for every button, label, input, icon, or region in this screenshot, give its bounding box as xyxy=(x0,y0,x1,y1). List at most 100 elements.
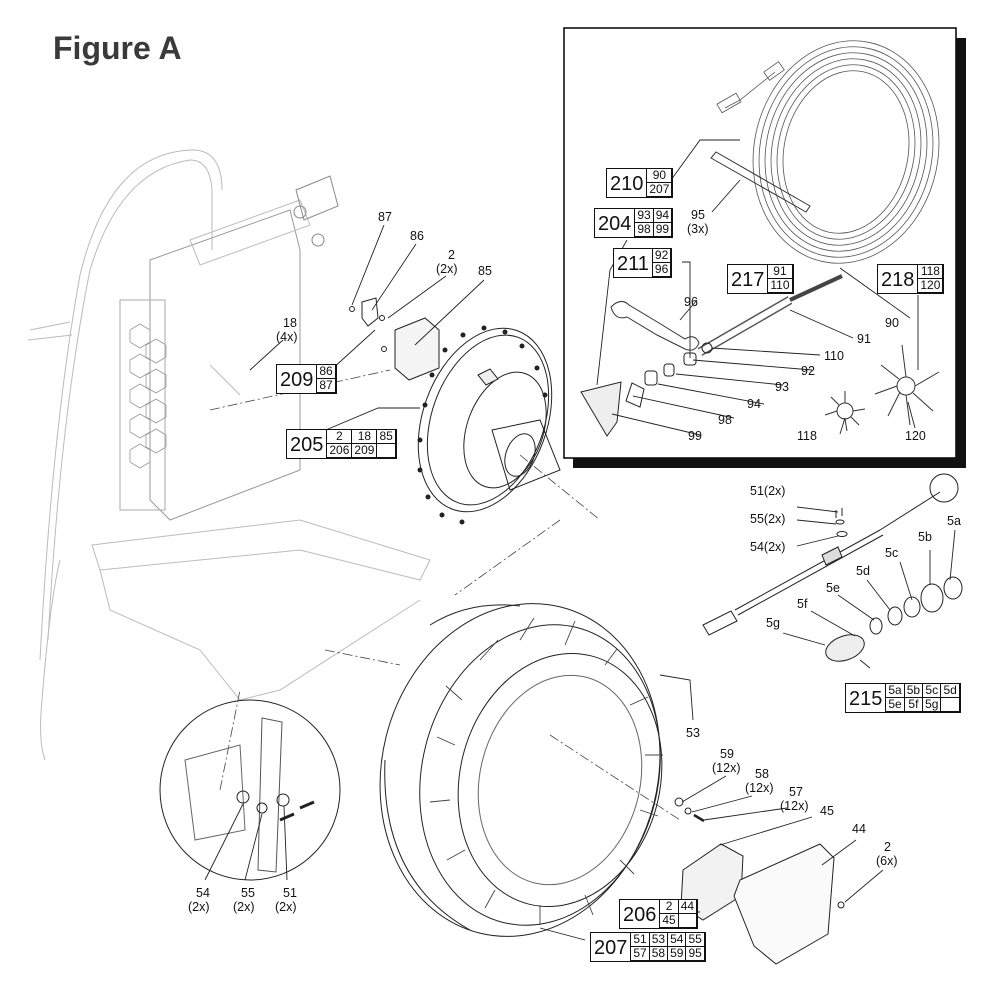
control-box xyxy=(293,175,339,247)
kit-part-cell xyxy=(678,914,698,928)
kit-part-cell: 93 xyxy=(635,209,654,223)
callout-86: 86 xyxy=(410,229,424,243)
kit-part-cell: 96 xyxy=(652,263,672,277)
kit-part-cell: 5g xyxy=(923,698,942,712)
washer-59 xyxy=(674,797,684,807)
callout-90: 90 xyxy=(885,316,899,330)
spring-assembly xyxy=(580,274,843,437)
kit-number: 205 xyxy=(290,433,324,456)
kit-part-cell: 120 xyxy=(918,279,944,293)
kit-part-cell xyxy=(941,698,960,712)
kit-part-cell: 94 xyxy=(653,209,673,223)
callout-58: 58 xyxy=(755,767,769,781)
kit-part-cell: 118 xyxy=(918,265,944,279)
callout-45: 45 xyxy=(820,804,834,818)
inset-panel xyxy=(563,27,966,468)
kit-part-cell: 5c xyxy=(923,684,942,698)
callout-18-qty: (4x) xyxy=(276,330,298,344)
screw-2c xyxy=(837,901,845,909)
sonde-screws xyxy=(835,508,848,537)
callout-55-detail-qty: (2x) xyxy=(233,900,255,914)
callout-54-detail-qty: (2x) xyxy=(188,900,210,914)
callout-87: 87 xyxy=(378,210,392,224)
kit-part-cell: 57 xyxy=(631,947,650,961)
kit-part-cell: 90 xyxy=(647,169,673,183)
kit-number: 206 xyxy=(623,903,657,926)
cover-85 xyxy=(394,317,440,381)
drum-ribs xyxy=(429,617,663,925)
kit-part-cell: 99 xyxy=(653,223,673,237)
kit-part-cell: 98 xyxy=(635,223,654,237)
callout-51-detail-qty: (2x) xyxy=(275,900,297,914)
kit-part-cell: 53 xyxy=(649,933,669,947)
callout-5d: 5d xyxy=(856,564,870,578)
shroud-44 xyxy=(733,843,835,965)
callout-55-sonde: 55(2x) xyxy=(750,512,786,526)
callout-57: 57 xyxy=(789,785,803,799)
leader-lines xyxy=(204,139,956,941)
kit-number: 218 xyxy=(881,268,915,291)
callout-92: 92 xyxy=(801,364,815,378)
kit-number: 207 xyxy=(594,936,628,959)
kit-part-cell xyxy=(377,444,396,458)
flange-bolt-holes xyxy=(417,325,548,525)
kit-part-cell: 5f xyxy=(904,698,924,712)
callout-59-qty: (12x) xyxy=(712,761,741,775)
callout-57-qty: (12x) xyxy=(780,799,809,813)
callout-18: 18 xyxy=(283,316,297,330)
callout-5g: 5g xyxy=(766,616,780,630)
callout-44: 44 xyxy=(852,822,866,836)
kit-part-cell: 54 xyxy=(668,933,687,947)
kit-part-cell: 59 xyxy=(668,947,687,961)
callout-55-detail: 55 xyxy=(241,886,255,900)
callout-98: 98 xyxy=(718,413,732,427)
screw-2a xyxy=(379,315,385,321)
callout-2-shroud-qty: (6x) xyxy=(876,854,898,868)
kit-number: 215 xyxy=(849,687,883,710)
callout-5a: 5a xyxy=(947,514,961,528)
callout-51-sonde: 51(2x) xyxy=(750,484,786,498)
kit-number: 210 xyxy=(610,172,644,195)
callout-2-shroud: 2 xyxy=(884,840,891,854)
centralizer-120 xyxy=(874,344,940,426)
callout-91: 91 xyxy=(857,332,871,346)
kit-part-cell: 85 xyxy=(377,430,396,444)
callout-5f: 5f xyxy=(797,597,808,611)
kit-part-cell: 206 xyxy=(327,444,353,458)
pushrod-coil xyxy=(716,40,940,264)
detail-circle xyxy=(159,699,341,881)
screw-57 xyxy=(693,813,705,823)
callout-96: 96 xyxy=(684,295,698,309)
frame-honeycomb xyxy=(129,323,167,469)
wrench-tool xyxy=(610,301,700,351)
cable-tie xyxy=(710,151,811,213)
callout-95-qty: (3x) xyxy=(687,222,709,236)
kit-number: 204 xyxy=(598,212,632,235)
callout-5b: 5b xyxy=(918,530,932,544)
callout-120: 120 xyxy=(905,429,926,443)
cart-frame xyxy=(27,149,431,761)
kit-part-cell: 209 xyxy=(352,444,378,458)
washer-58 xyxy=(684,807,692,815)
callout-5c: 5c xyxy=(885,546,899,560)
kit-part-cell: 45 xyxy=(660,914,679,928)
kit-part-cell: 92 xyxy=(652,249,672,263)
kit-number: 217 xyxy=(731,268,765,291)
kit-part-cell: 86 xyxy=(317,365,336,379)
callout-93: 93 xyxy=(775,380,789,394)
drum-53 xyxy=(379,603,663,937)
